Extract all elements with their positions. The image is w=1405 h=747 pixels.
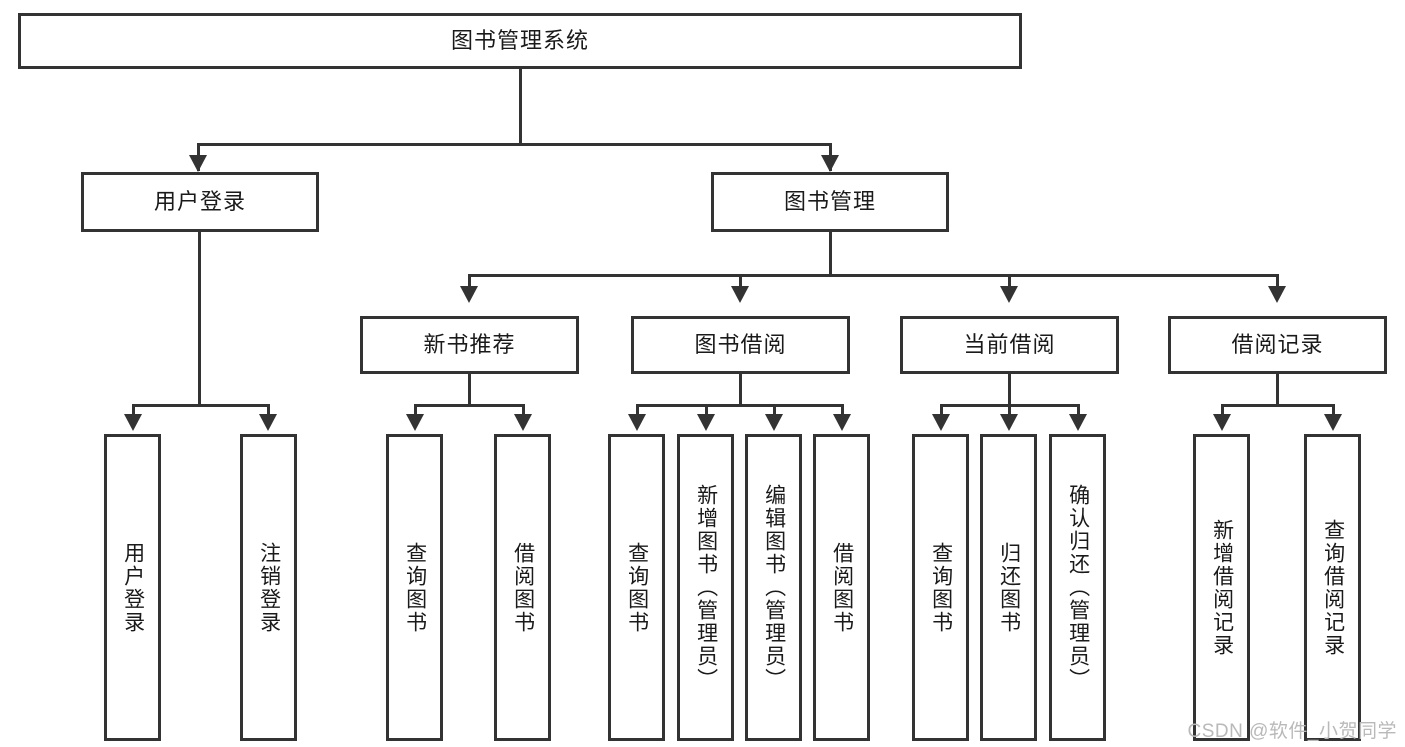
leaf-book-borrow-query-book[interactable]: 查询图书	[608, 434, 665, 741]
arrowhead-root-to-book-management	[821, 155, 839, 172]
node-label: 用户登录	[121, 541, 145, 634]
node-label: 图书管理系统	[450, 27, 589, 53]
node-label: 查询图书	[929, 541, 953, 634]
connector-new-book-bar	[414, 404, 525, 407]
arrowhead-bm-to-new-book	[460, 286, 478, 303]
connector-book-management-stem	[829, 232, 832, 276]
leaf-user-login-login[interactable]: 用户登录	[104, 434, 161, 741]
node-label: 查询图书	[403, 541, 427, 634]
node-label: 新增图书（管理员）	[694, 484, 718, 691]
node-root-book-management-system[interactable]: 图书管理系统	[18, 13, 1022, 69]
node-book-borrow[interactable]: 图书借阅	[631, 316, 850, 374]
node-label: 注销登录	[257, 541, 281, 634]
node-label: 新增借阅记录	[1210, 518, 1234, 657]
node-label: 查询借阅记录	[1321, 518, 1345, 657]
node-label: 确认归还（管理员）	[1066, 484, 1090, 691]
leaf-user-login-logout[interactable]: 注销登录	[240, 434, 297, 741]
arrowhead-bm-to-book-borrow	[731, 286, 749, 303]
arrowhead-current-borrow-leaf-1	[932, 414, 950, 431]
node-book-management[interactable]: 图书管理	[711, 172, 949, 232]
leaf-new-book-query-book[interactable]: 查询图书	[386, 434, 443, 741]
node-label: 查询图书	[625, 541, 649, 634]
leaf-current-borrow-return-book[interactable]: 归还图书	[980, 434, 1037, 741]
arrowhead-user-login-leaf-1	[124, 414, 142, 431]
connector-borrow-record-stem	[1276, 374, 1279, 404]
leaf-borrow-record-query-record[interactable]: 查询借阅记录	[1304, 434, 1361, 741]
arrowhead-bm-to-borrow-record	[1268, 286, 1286, 303]
leaf-book-borrow-add-book-admin[interactable]: 新增图书（管理员）	[677, 434, 734, 741]
leaf-borrow-record-add-record[interactable]: 新增借阅记录	[1193, 434, 1250, 741]
arrowhead-book-borrow-leaf-2	[697, 414, 715, 431]
connector-user-login-bar	[132, 404, 267, 407]
leaf-new-book-borrow-book[interactable]: 借阅图书	[494, 434, 551, 741]
arrowhead-borrow-record-leaf-1	[1213, 414, 1231, 431]
connector-book-borrow-stem	[739, 374, 742, 404]
leaf-book-borrow-borrow-book[interactable]: 借阅图书	[813, 434, 870, 741]
node-label: 图书管理	[783, 188, 876, 214]
arrowhead-bm-to-current-borrow	[1000, 286, 1018, 303]
node-label: 借阅图书	[830, 541, 854, 634]
node-current-borrow[interactable]: 当前借阅	[900, 316, 1119, 374]
connector-borrow-record-bar	[1221, 404, 1335, 407]
connector-user-login-stem	[198, 232, 201, 404]
node-label: 新书推荐	[423, 331, 516, 357]
node-label: 图书借阅	[694, 331, 787, 357]
node-label: 编辑图书（管理员）	[762, 484, 786, 691]
node-label: 借阅图书	[511, 541, 535, 634]
arrowhead-book-borrow-leaf-1	[628, 414, 646, 431]
arrowhead-root-to-user-login	[189, 155, 207, 172]
connector-root-stem	[519, 69, 522, 144]
arrowhead-user-login-leaf-2	[259, 414, 277, 431]
node-label: 当前借阅	[963, 331, 1056, 357]
leaf-current-borrow-confirm-return-admin[interactable]: 确认归还（管理员）	[1049, 434, 1106, 741]
leaf-book-borrow-edit-book-admin[interactable]: 编辑图书（管理员）	[745, 434, 802, 741]
arrowhead-book-borrow-leaf-4	[833, 414, 851, 431]
connector-new-book-stem	[468, 374, 471, 404]
connector-book-borrow-bar	[636, 404, 843, 407]
node-borrow-record[interactable]: 借阅记录	[1168, 316, 1387, 374]
node-user-login[interactable]: 用户登录	[81, 172, 319, 232]
arrowhead-borrow-record-leaf-2	[1324, 414, 1342, 431]
connector-root-bar	[197, 143, 832, 146]
connector-book-management-bar	[468, 274, 1279, 277]
arrowhead-current-borrow-leaf-3	[1069, 414, 1087, 431]
connector-current-borrow-stem	[1008, 374, 1011, 404]
arrowhead-current-borrow-leaf-2	[1000, 414, 1018, 431]
arrowhead-book-borrow-leaf-3	[765, 414, 783, 431]
node-label: 借阅记录	[1231, 331, 1324, 357]
node-label: 归还图书	[997, 541, 1021, 634]
node-label: 用户登录	[153, 188, 246, 214]
arrowhead-new-book-leaf-2	[514, 414, 532, 431]
node-new-book-recommend[interactable]: 新书推荐	[360, 316, 579, 374]
leaf-current-borrow-query-book[interactable]: 查询图书	[912, 434, 969, 741]
arrowhead-new-book-leaf-1	[406, 414, 424, 431]
